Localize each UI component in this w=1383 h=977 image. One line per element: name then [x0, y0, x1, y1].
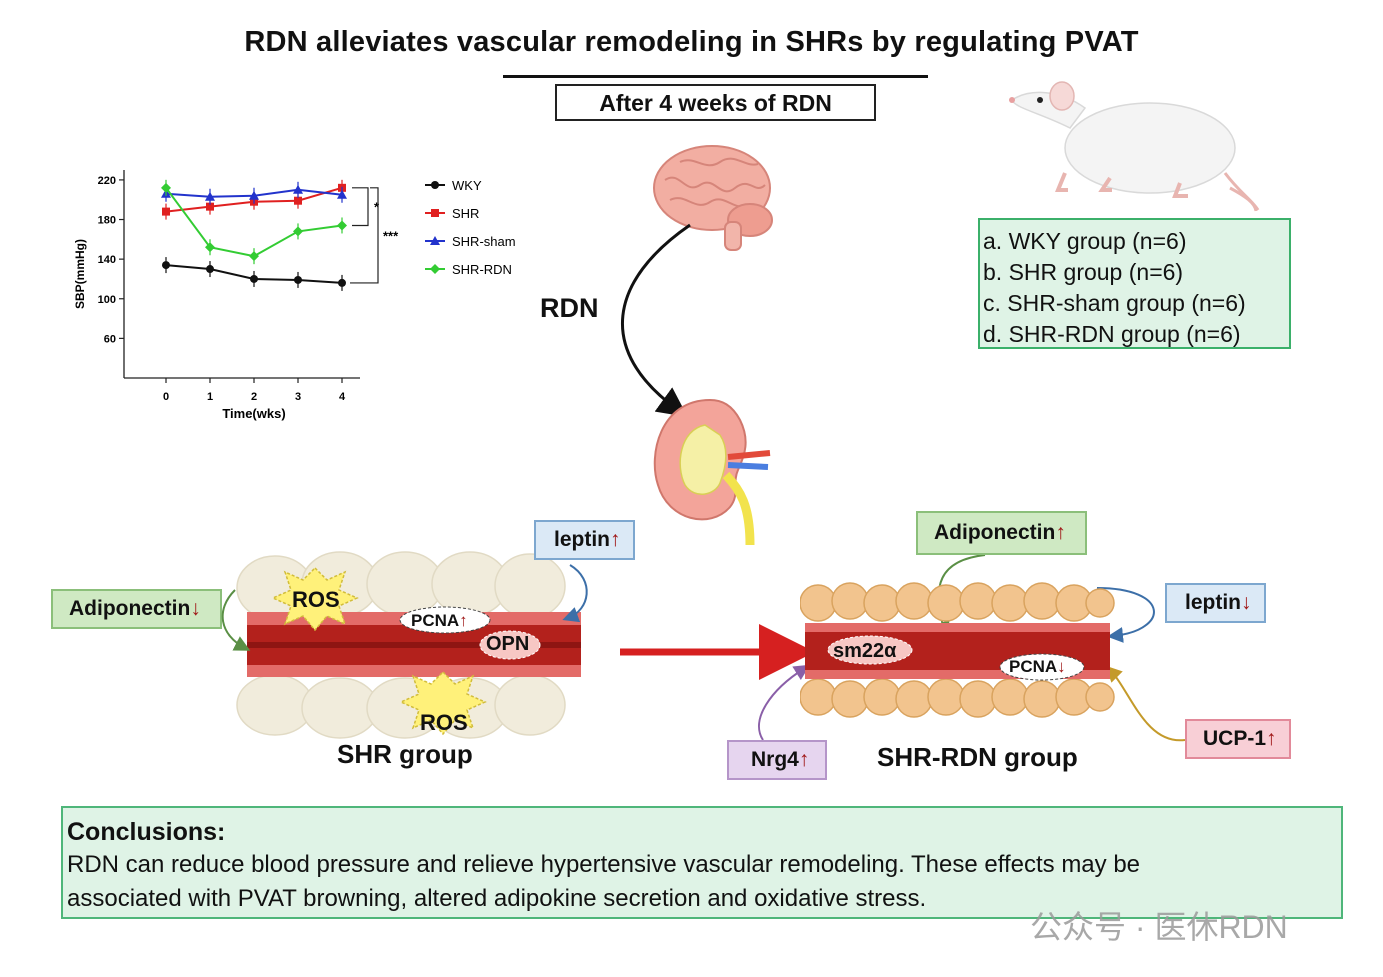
subtitle-box: After 4 weeks of RDN: [555, 84, 876, 121]
nrg4-text: Nrg4: [751, 748, 799, 771]
shr-pcna-text: PCNA: [411, 611, 460, 630]
x-tick-label: 4: [339, 391, 346, 403]
y-tick-label: 180: [98, 215, 116, 227]
down-arrow-icon: ↓: [190, 597, 201, 620]
up-arrow-icon: ↑: [610, 528, 621, 551]
rdn-adiponectin-text: Adiponectin: [934, 521, 1056, 544]
x-tick-label: 2: [251, 391, 257, 403]
sm22-label: sm22α: [833, 640, 897, 662]
rdn-pcna-label: PCNA↓: [1009, 657, 1066, 677]
data-point: [293, 184, 303, 194]
rdn-adiponectin-tag: Adiponectin↑: [916, 511, 1087, 555]
legend-label: SHR-sham: [452, 234, 516, 249]
x-tick-label: 3: [295, 391, 301, 403]
data-point: [161, 182, 171, 193]
conclusions-line-1: RDN can reduce blood pressure and reliev…: [67, 851, 1141, 878]
data-point: [205, 242, 215, 253]
shr-rdn-group-label: SHR-RDN group: [877, 742, 1078, 772]
group-item-shr: b. SHR group (n=6): [983, 259, 1184, 285]
shr-group-label: SHR group: [337, 739, 473, 769]
data-point: [337, 220, 347, 231]
data-point: [162, 207, 170, 216]
shr-pcna-label: PCNA↑: [411, 611, 468, 631]
kidney-illustration: [653, 398, 771, 546]
data-point: [337, 189, 347, 199]
ros-bottom-label: ROS: [420, 710, 468, 735]
legend-marker: [430, 264, 440, 274]
up-arrow-icon: ↑: [798, 748, 810, 771]
data-point: [205, 191, 215, 201]
down-arrow-icon: ↓: [1241, 591, 1252, 614]
rdn-leptin-text: leptin: [1185, 591, 1241, 614]
rat-illustration: [1009, 81, 1260, 212]
figure-title: RDN alleviates vascular remodeling in SH…: [244, 26, 1139, 58]
x-axis-title: Time(wks): [222, 406, 285, 421]
shr-leptin-tag: leptin↑: [534, 520, 635, 560]
data-point: [206, 265, 214, 274]
legend-label: SHR: [452, 206, 479, 221]
shr-vessel-illustration: [236, 551, 581, 739]
conclusions-box: Conclusions: RDN can reduce blood pressu…: [61, 806, 1343, 919]
shr-leptin-text: leptin: [554, 528, 610, 551]
legend-marker: [430, 236, 440, 245]
conclusions-heading: Conclusions:: [67, 818, 226, 846]
rdn-leptin-tag: leptin↓: [1165, 583, 1266, 623]
legend-label: WKY: [452, 178, 482, 193]
up-arrow-icon: ↑: [459, 611, 468, 630]
shr-rdn-vessel-illustration: [800, 582, 1115, 718]
up-arrow-icon: ↑: [1055, 521, 1066, 544]
x-tick-label: 0: [163, 391, 169, 403]
legend-marker: [431, 209, 439, 217]
y-tick-label: 60: [104, 333, 116, 345]
legend-marker: [431, 181, 439, 189]
y-tick-label: 100: [98, 294, 116, 306]
shr-adiponectin-text: Adiponectin: [69, 597, 191, 620]
data-point: [294, 196, 302, 205]
data-point: [250, 274, 258, 283]
shr-adiponectin-tag: Adiponectin↓: [51, 589, 222, 629]
up-arrow-icon: ↑: [1266, 727, 1277, 750]
down-arrow-icon: ↓: [1057, 657, 1066, 676]
x-tick-label: 1: [207, 391, 213, 403]
opn-label: OPN: [486, 633, 530, 655]
y-tick-label: 140: [98, 254, 116, 266]
y-axis-title: SBP(mmHg): [73, 239, 87, 309]
group-item-wky: a. WKY group (n=6): [983, 228, 1187, 254]
rdn-pcna-text: PCNA: [1009, 657, 1058, 676]
title-underline: [503, 75, 928, 78]
data-point: [249, 251, 259, 262]
brain-illustration: [653, 145, 773, 251]
nrg4-tag: Nrg4↑: [727, 740, 827, 780]
significance-bracket: [350, 187, 379, 284]
ucp1-text: UCP-1: [1203, 727, 1267, 750]
conclusions-line-2: associated with PVAT browning, altered a…: [67, 885, 927, 912]
group-list-box: a. WKY group (n=6) b. SHR group (n=6) c.…: [978, 218, 1291, 349]
group-item-shr-sham: c. SHR-sham group (n=6): [983, 290, 1246, 316]
data-point: [294, 275, 302, 284]
group-item-shr-rdn: d. SHR-RDN group (n=6): [983, 321, 1241, 347]
significance-bracket: [352, 187, 369, 227]
data-point: [293, 226, 303, 237]
rdn-arrow: [620, 223, 691, 418]
data-point: [249, 190, 259, 200]
ucp1-tag: UCP-1↑: [1185, 719, 1291, 759]
significance-label: ***: [383, 228, 399, 243]
data-point: [206, 202, 214, 211]
watermark: 公众号 · 医休RDN: [1030, 909, 1288, 945]
significance-label: *: [374, 200, 380, 215]
data-point: [338, 278, 346, 287]
ros-top-label: ROS: [292, 587, 340, 612]
rdn-label: RDN: [540, 293, 599, 323]
legend-label: SHR-RDN: [452, 262, 512, 277]
data-point: [162, 261, 170, 270]
y-tick-label: 220: [98, 175, 116, 187]
